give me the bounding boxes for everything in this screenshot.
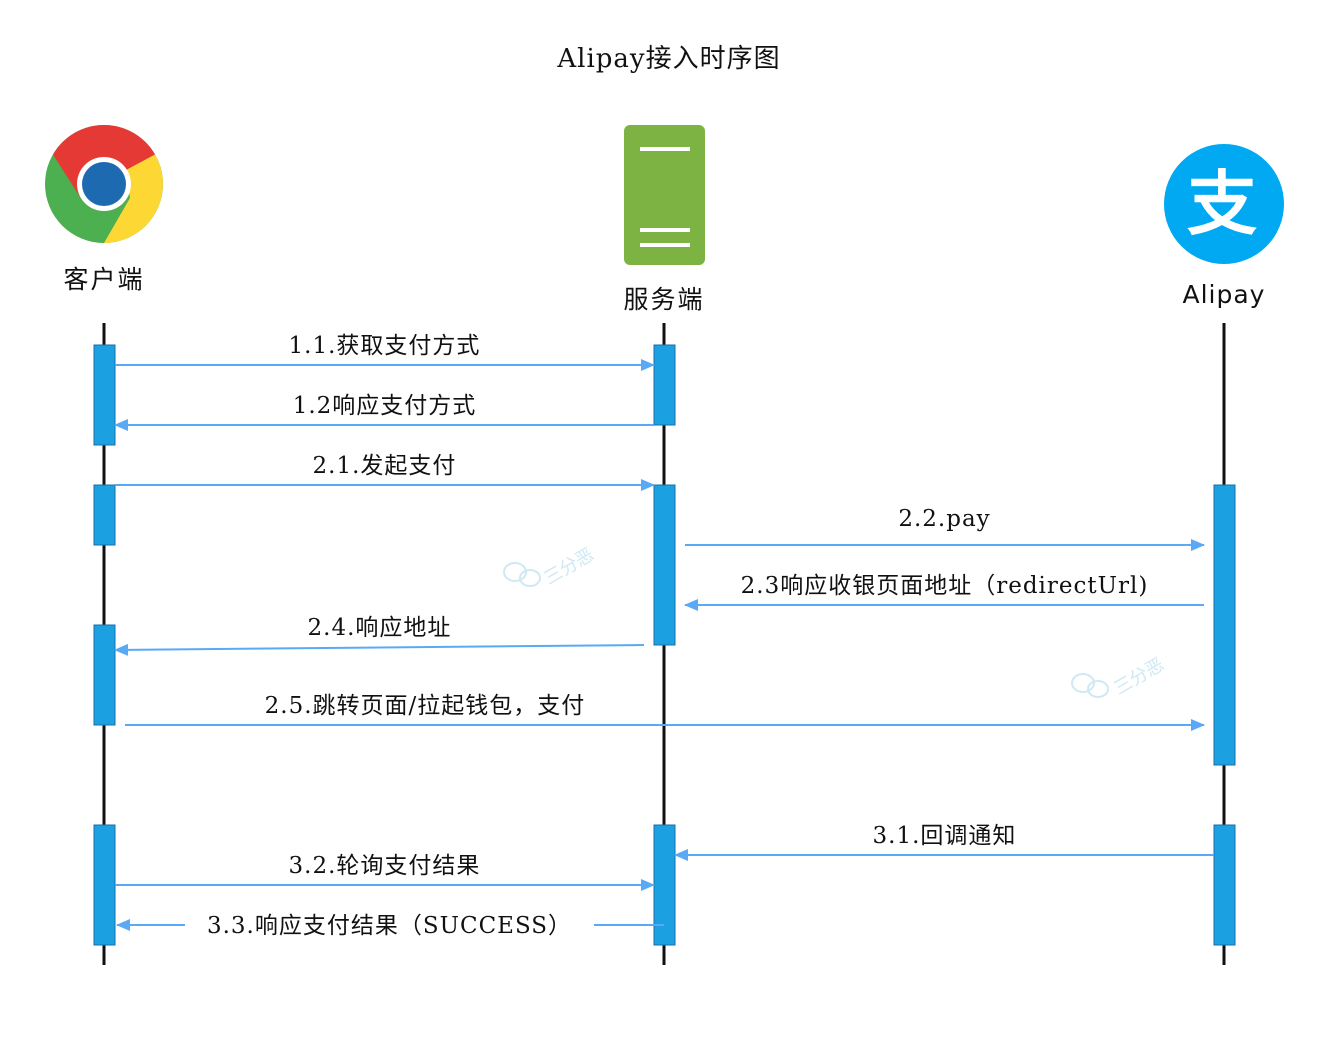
wechat-watermark-icon bbox=[503, 562, 541, 587]
diagram-title: Alipay接入时序图 bbox=[557, 44, 781, 74]
server-label: 服务端 bbox=[623, 285, 705, 314]
chrome-icon bbox=[45, 125, 163, 243]
message-label-2-5: 2.5.跳转页面/拉起钱包，支付 bbox=[264, 693, 586, 719]
client-activation-4 bbox=[93, 824, 116, 946]
alipay-activation-1 bbox=[1213, 484, 1236, 766]
message-label-3-2: 3.2.轮询支付结果 bbox=[288, 853, 481, 879]
message-label-1-2: 1.2响应支付方式 bbox=[292, 393, 477, 419]
wechat-watermark-icon bbox=[1071, 673, 1109, 698]
message-label-3-1: 3.1.回调通知 bbox=[872, 823, 1017, 849]
client-activation-1 bbox=[93, 344, 116, 446]
server-activation-2 bbox=[653, 484, 676, 646]
svg-text:支: 支 bbox=[1187, 163, 1257, 245]
message-label-2-1: 2.1.发起支付 bbox=[312, 453, 457, 479]
alipay-icon: 支 bbox=[1164, 144, 1284, 264]
alipay-label: Alipay bbox=[1182, 280, 1266, 309]
server-icon bbox=[624, 125, 705, 265]
message-label-1-1: 1.1.获取支付方式 bbox=[288, 333, 481, 359]
message-label-3-3: 3.3.响应支付结果（SUCCESS） bbox=[206, 913, 573, 939]
server-activation-3 bbox=[653, 824, 676, 946]
alipay-activation-2 bbox=[1213, 824, 1236, 946]
message-label-2-3: 2.3响应收银页面地址（redirectUrl) bbox=[740, 573, 1149, 599]
message-label-2-4: 2.4.响应地址 bbox=[307, 615, 452, 641]
client-label: 客户端 bbox=[63, 265, 145, 294]
message-label-2-2: 2.2.pay bbox=[898, 506, 991, 532]
client-activation-2 bbox=[93, 484, 116, 546]
arrow-2-4 bbox=[114, 643, 645, 656]
client-activation-3 bbox=[93, 624, 116, 726]
server-activation-1 bbox=[653, 344, 676, 426]
